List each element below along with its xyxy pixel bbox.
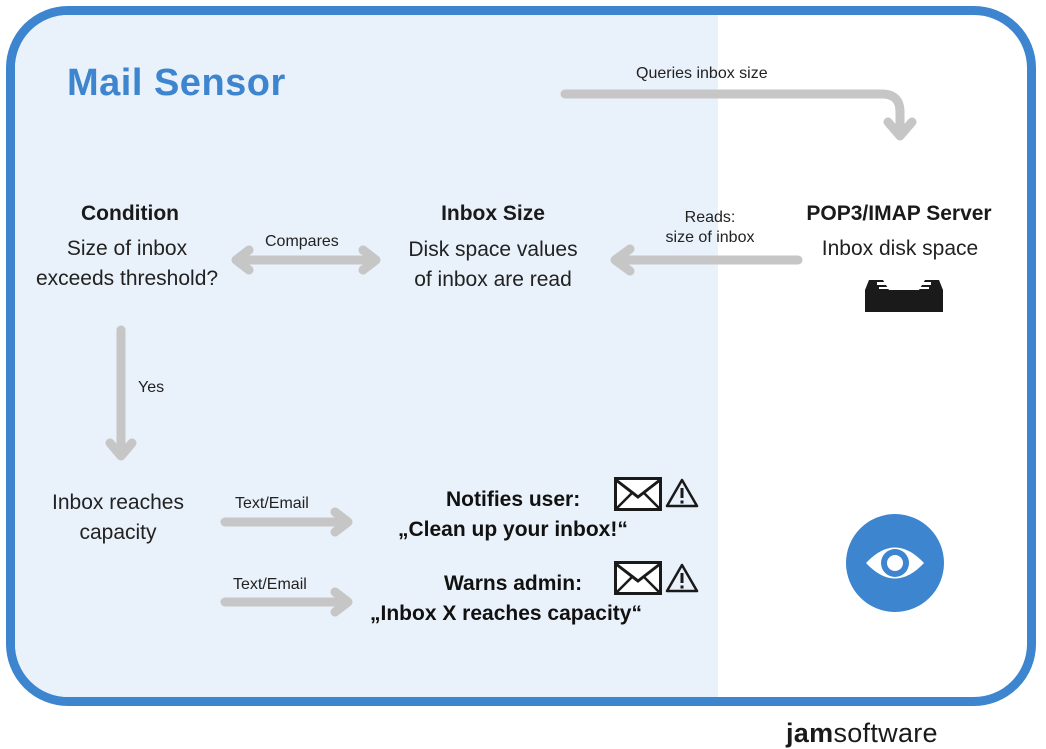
inbox-size-text: Disk space values of inbox are read xyxy=(393,235,593,295)
capacity-line-2: capacity xyxy=(79,521,157,544)
warning-icon xyxy=(665,478,699,508)
reads-label: Reads: size of inbox xyxy=(655,208,765,248)
inbox-tray-icon xyxy=(865,280,943,312)
diagram-frame xyxy=(6,6,1036,706)
jamsoftware-logo: jamsoftware xyxy=(786,718,938,749)
inbox-size-line-1: Disk space values xyxy=(408,238,578,261)
envelope-icon xyxy=(614,477,662,511)
notify-user-label: Notifies user: xyxy=(446,488,581,511)
diagram-title: Mail Sensor xyxy=(67,62,286,104)
sensor-panel xyxy=(15,15,718,697)
logo-light: software xyxy=(833,718,938,748)
condition-line-2: exceeds threshold? xyxy=(35,267,219,290)
inbox-size-line-2: of inbox are read xyxy=(414,268,572,291)
condition-text: Size of inbox exceeds threshold? xyxy=(22,234,232,294)
warning-icon xyxy=(665,563,699,593)
compares-arrow-head-left xyxy=(231,245,254,275)
condition-heading: Condition xyxy=(81,202,179,225)
eye-icon xyxy=(846,514,944,612)
condition-line-1: Size of inbox xyxy=(66,237,188,260)
capacity-text: Inbox reaches capacity xyxy=(28,488,208,548)
inbox-size-heading: Inbox Size xyxy=(441,202,545,225)
reads-arrow-head xyxy=(610,244,635,276)
warn-admin-label: Warns admin: xyxy=(444,572,583,595)
reads-label-line-1: Reads: xyxy=(684,209,736,226)
server-text: Inbox disk space xyxy=(821,237,979,260)
capacity-line-1: Inbox reaches xyxy=(52,491,184,514)
compares-arrow-head-right xyxy=(358,245,381,275)
yes-arrow-head xyxy=(105,438,137,461)
compares-label: Compares xyxy=(265,233,339,250)
server-heading: POP3/IMAP Server xyxy=(806,202,992,225)
queries-label: Queries inbox size xyxy=(636,65,768,82)
logo-bold: jam xyxy=(786,718,834,748)
notify-user-message: „Clean up your inbox!“ xyxy=(398,518,628,541)
queries-arrow xyxy=(560,89,905,135)
reads-label-line-2: size of inbox xyxy=(665,229,755,246)
queries-arrow-head xyxy=(883,117,917,141)
warn-admin-message: „Inbox X reaches capacity“ xyxy=(370,602,642,625)
yes-label: Yes xyxy=(138,379,165,396)
text-email-arrow-2-head xyxy=(330,587,353,617)
text-email-arrow-1-head xyxy=(330,507,353,537)
text-email-label-1: Text/Email xyxy=(235,495,309,512)
envelope-icon xyxy=(614,561,662,595)
text-email-label-2: Text/Email xyxy=(233,576,307,593)
